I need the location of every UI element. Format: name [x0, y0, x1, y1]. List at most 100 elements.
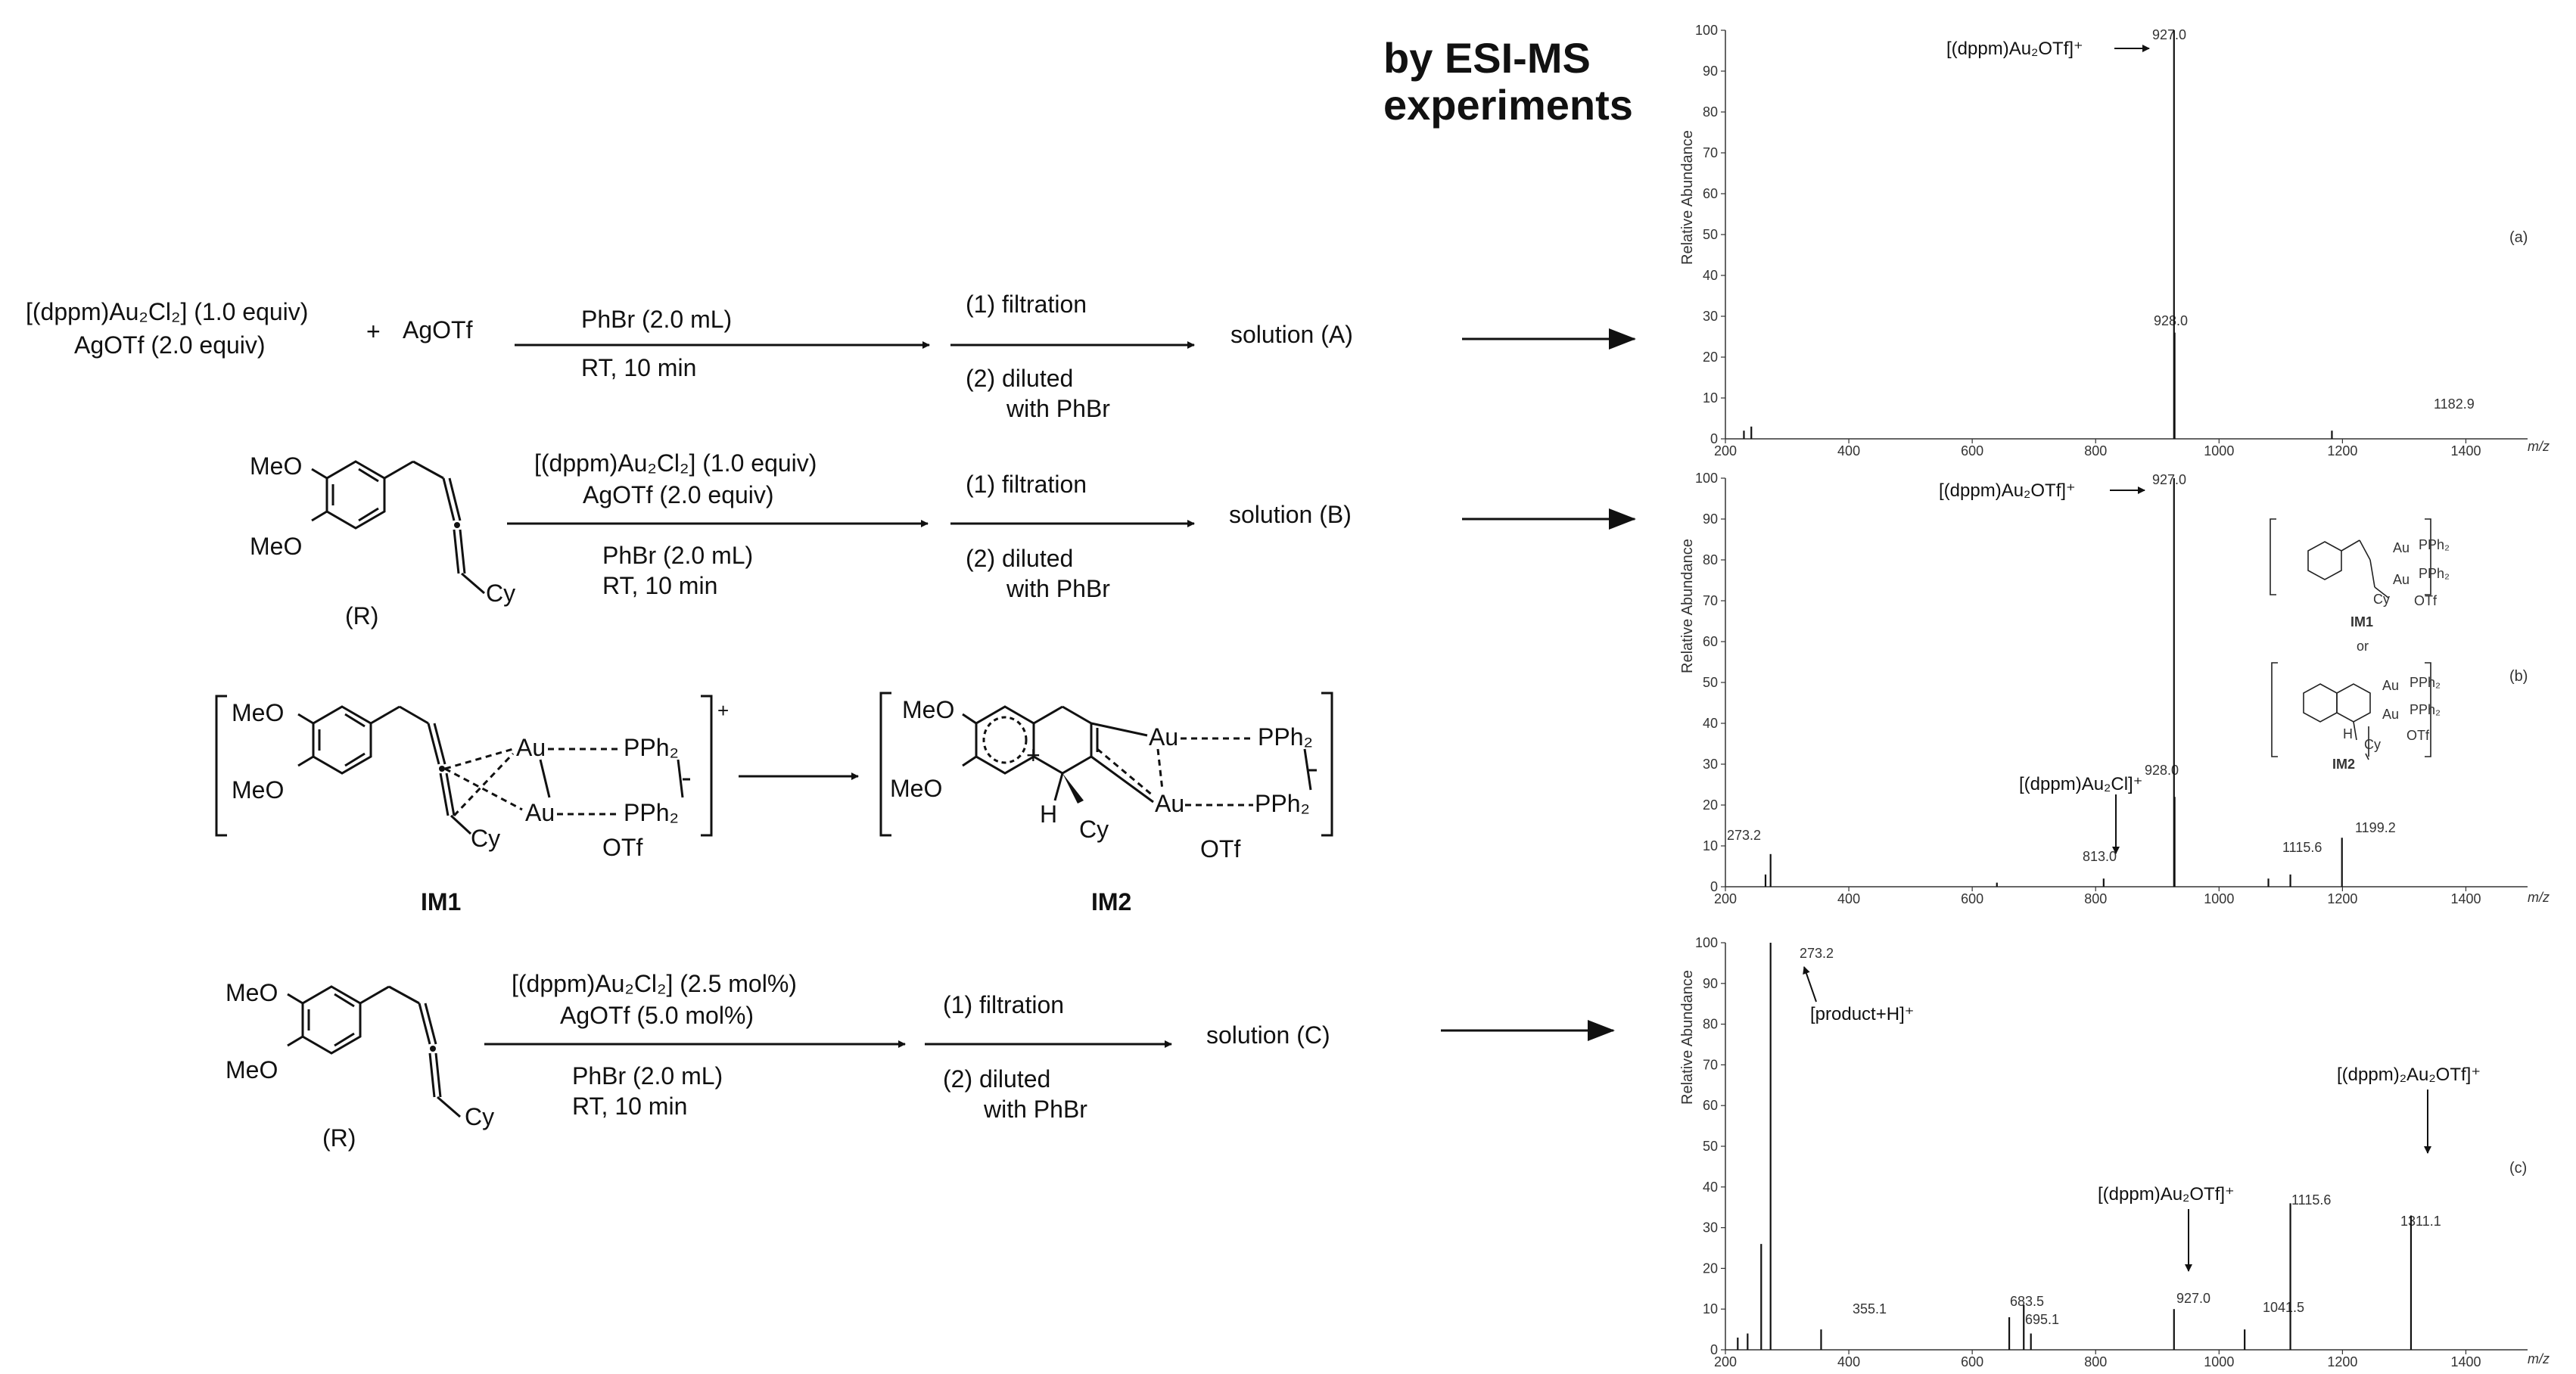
im1-meo2: MeO — [232, 776, 285, 804]
inset-im2-label: IM2 — [2332, 757, 2355, 772]
y-tick-label: 60 — [1703, 186, 1718, 201]
im1-structure — [215, 695, 713, 837]
rowC-step2a: (2) diluted — [943, 1065, 1051, 1093]
y-tick-label: 20 — [1703, 350, 1718, 365]
im2-dashed-bonds — [1097, 737, 1255, 807]
y-tick-label: 90 — [1703, 976, 1718, 991]
x-tick-label: 400 — [1837, 1354, 1860, 1369]
ms-spectra: Relative Abundance m/z (a) [(dppm)Au₂OTf… — [1679, 23, 2550, 1369]
rowB-solution: solution (B) — [1229, 501, 1352, 528]
x-tick-label: 600 — [1961, 891, 1983, 906]
rowC-solution: solution (C) — [1206, 1021, 1330, 1049]
x-tick-label: 1000 — [2204, 1354, 2234, 1369]
inset-im1-label: IM1 — [2350, 614, 2373, 629]
im1-pph2a: PPh₂ — [624, 734, 679, 761]
y-tick-label: 40 — [1703, 1180, 1718, 1195]
rowA-solution: solution (A) — [1230, 321, 1353, 348]
spectrum-c-label-273: 273.2 — [1800, 946, 1834, 961]
y-tick-label: 80 — [1703, 552, 1718, 567]
spectrum-b-ylabel: Relative Abundance — [1679, 539, 1696, 673]
inset-im1-au2: Au — [2393, 572, 2410, 587]
y-tick-label: 30 — [1703, 1220, 1718, 1236]
spectrum-b-label-1199: 1199.2 — [2355, 820, 2396, 835]
spectrum-c-label-1311: 1311.1 — [2400, 1214, 2441, 1229]
im1-label: IM1 — [421, 888, 462, 915]
rowC-cond3: PhBr (2.0 mL) — [572, 1062, 723, 1090]
x-tick-label: 600 — [1961, 443, 1983, 459]
im2-meo2: MeO — [890, 775, 943, 802]
spectrum-b-cl-annotation: [(dppm)Au₂Cl]⁺ — [2019, 774, 2142, 794]
x-tick-label: 1200 — [2327, 443, 2357, 459]
inset-im1-pph2b: PPh₂ — [2419, 566, 2450, 581]
spectrum-c-label-684: 683.5 — [2010, 1294, 2044, 1309]
im2-otf: OTf — [1200, 835, 1241, 863]
rowC-step2b: with PhBr — [984, 1096, 1087, 1123]
y-tick-label: 20 — [1703, 1261, 1718, 1276]
inset-im2-h: H — [2343, 726, 2353, 741]
rowC-substrate-structure — [287, 985, 461, 1118]
x-tick-label: 1200 — [2327, 1354, 2357, 1369]
header-title: by ESI-MS experiments — [1383, 35, 1633, 129]
spectrum-c-label-695: 695.1 — [2025, 1312, 2059, 1327]
rowB-meo2: MeO — [250, 533, 303, 560]
im2-pph2a: PPh₂ — [1258, 723, 1313, 751]
im1-cy: Cy — [471, 825, 501, 852]
inset-im1-au1: Au — [2393, 540, 2410, 555]
rowC-cy: Cy — [465, 1103, 495, 1130]
y-tick-label: 100 — [1695, 471, 1718, 486]
x-tick-label: 200 — [1714, 891, 1737, 906]
inset-im2-pph2a: PPh₂ — [2410, 675, 2441, 690]
spectrum-a-xlabel: m/z — [2528, 439, 2550, 454]
im1-pph2b: PPh₂ — [624, 799, 679, 826]
inset-im2-pph2b: PPh₂ — [2410, 702, 2441, 717]
spectrum-b-label-1116: 1115.6 — [2282, 840, 2322, 855]
im1-au2: Au — [525, 799, 555, 826]
y-tick-label: 10 — [1703, 1301, 1718, 1316]
y-tick-label: 10 — [1703, 838, 1718, 853]
spectrum-b-panel: (b) — [2509, 668, 2528, 685]
spectrum-b-label-927: 927.0 — [2152, 472, 2186, 487]
inset-im2-au1: Au — [2382, 678, 2399, 693]
y-tick-label: 30 — [1703, 757, 1718, 772]
spectrum-a-panel: (a) — [2509, 229, 2528, 246]
y-tick-label: 90 — [1703, 511, 1718, 527]
y-tick-label: 50 — [1703, 227, 1718, 242]
y-tick-label: 0 — [1710, 1342, 1718, 1357]
x-tick-label: 1200 — [2327, 891, 2357, 906]
rowA-reagent1: [(dppm)Au₂Cl₂] (1.0 equiv) — [26, 298, 309, 325]
y-tick-label: 30 — [1703, 309, 1718, 324]
x-tick-label: 400 — [1837, 891, 1860, 906]
inset-or: or — [2357, 639, 2369, 654]
rowA-step2b: with PhBr — [1006, 395, 1110, 422]
y-tick-label: 60 — [1703, 1098, 1718, 1113]
inset-im2-cy: Cy — [2364, 737, 2381, 752]
spectrum-b-label-928: 928.0 — [2145, 763, 2179, 778]
rowA-cond-above: PhBr (2.0 mL) — [581, 306, 733, 333]
y-tick-label: 0 — [1710, 879, 1718, 894]
rowB-meo1: MeO — [250, 452, 303, 480]
im1-au1: Au — [516, 734, 546, 761]
spectrum-c: Relative Abundance m/z (c) [product+H]⁺ … — [1679, 935, 2550, 1369]
x-tick-label: 1400 — [2450, 443, 2481, 459]
inset-im1-pph2a: PPh₂ — [2419, 537, 2450, 552]
y-tick-label: 50 — [1703, 1139, 1718, 1154]
rowB-step2a: (2) diluted — [966, 545, 1074, 572]
im1-otf: OTf — [602, 834, 643, 861]
rowA-cond-below: RT, 10 min — [581, 354, 697, 381]
im1-charge: + — [717, 699, 730, 722]
spectrum-b-xlabel: m/z — [2528, 890, 2550, 905]
x-tick-label: 1000 — [2204, 891, 2234, 906]
spectrum-b: Relative Abundance m/z (b) [(dppm)Au₂OTf… — [1679, 471, 2550, 906]
rowB-cond4: RT, 10 min — [602, 572, 718, 599]
inset-im2-otf: OTf — [2406, 728, 2430, 743]
x-tick-label: 800 — [2084, 443, 2107, 459]
spectrum-c-xlabel: m/z — [2528, 1351, 2550, 1366]
rowC-meo1: MeO — [226, 979, 278, 1006]
spectrum-c-label-355: 355.1 — [1853, 1301, 1887, 1316]
spectrum-b-main-annotation: [(dppm)Au₂OTf]⁺ — [1939, 480, 2076, 501]
im2-au1: Au — [1149, 723, 1179, 751]
rowB-cond2: AgOTf (2.0 equiv) — [583, 481, 774, 508]
im2-cy: Cy — [1079, 816, 1109, 843]
rowB-r-label: (R) — [345, 602, 379, 629]
